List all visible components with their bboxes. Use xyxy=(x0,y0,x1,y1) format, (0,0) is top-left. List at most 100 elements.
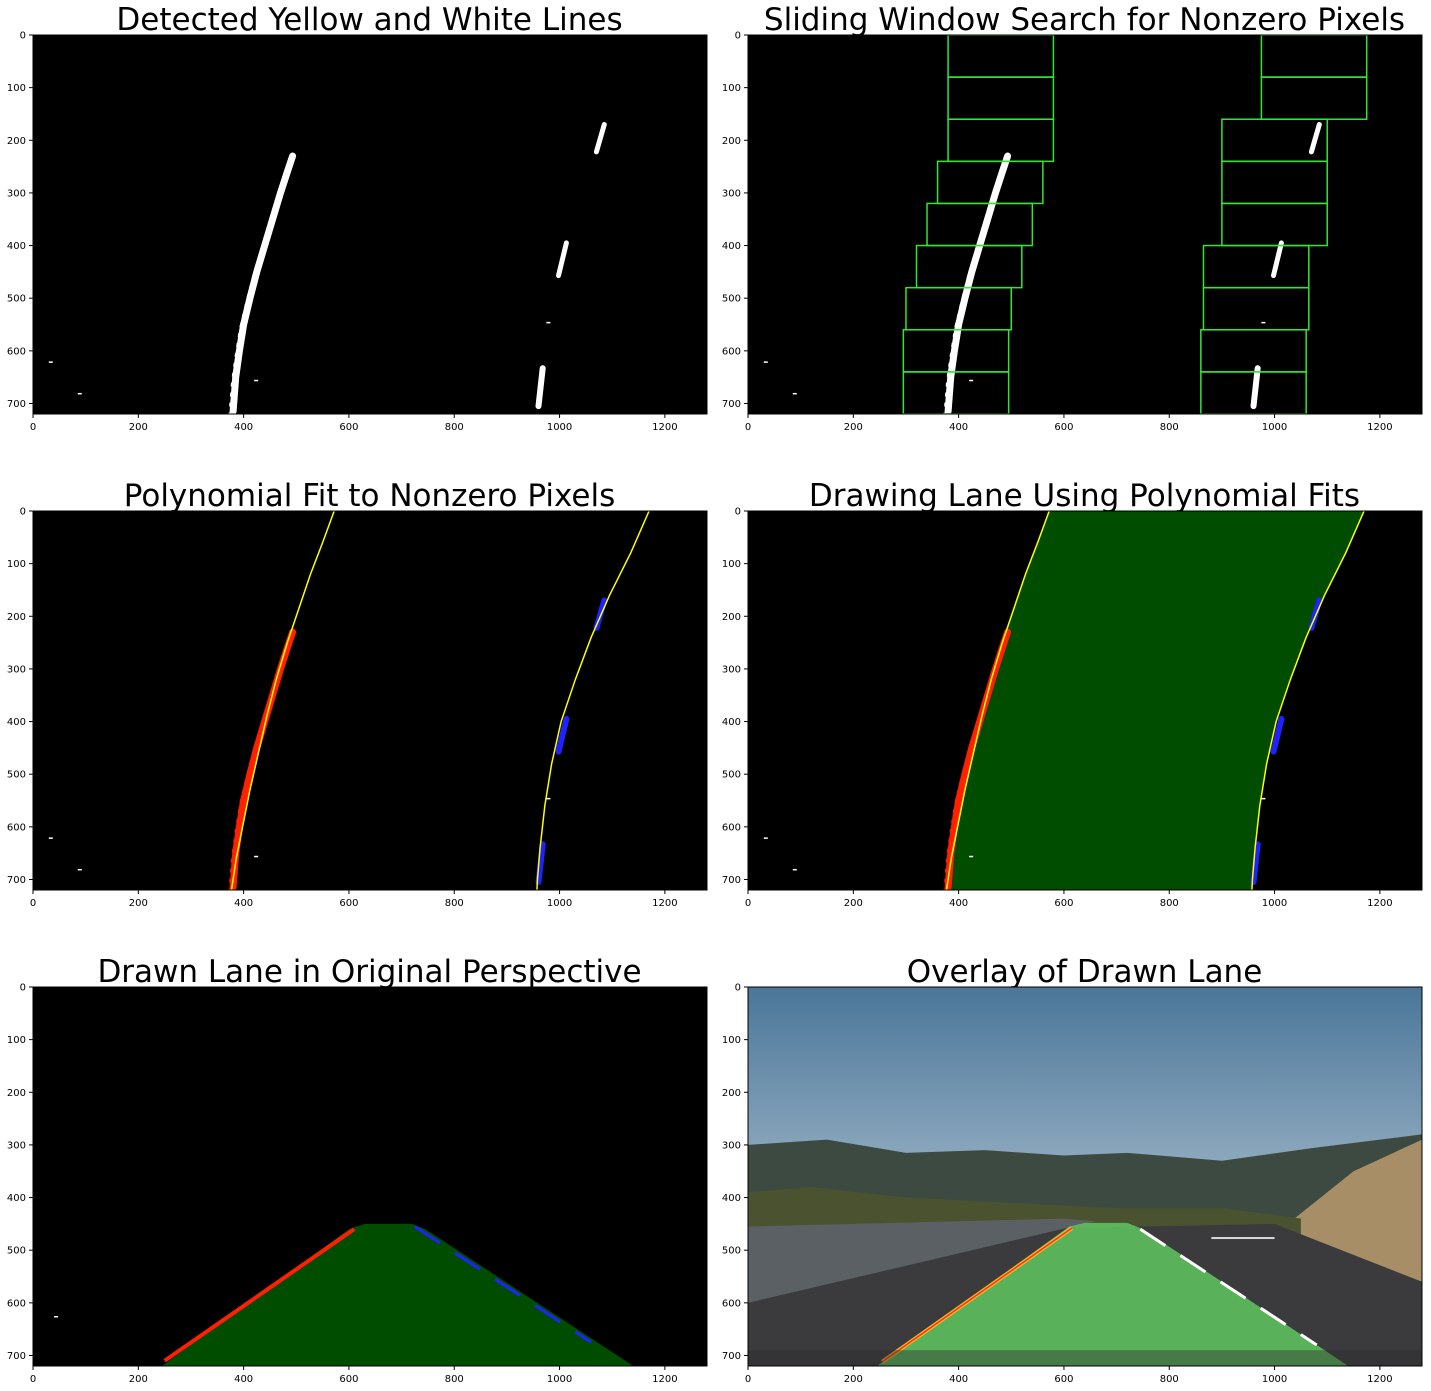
plot-background xyxy=(748,35,1422,414)
right-fit-line xyxy=(1251,511,1365,890)
y-tick-label: 100 xyxy=(722,1035,741,1046)
y-tick-label: 600 xyxy=(7,1298,26,1309)
x-tick-label: 800 xyxy=(445,898,464,909)
right-lane-pixels xyxy=(1271,240,1284,279)
noise-pixel xyxy=(792,392,797,395)
noise-pixel xyxy=(77,392,82,395)
x-tick-label: 1200 xyxy=(1367,422,1392,433)
x-tick-label: 200 xyxy=(129,422,148,433)
chart-title: Detected Yellow and White Lines xyxy=(116,2,623,38)
y-tick-label: 100 xyxy=(7,559,26,570)
x-tick-label: 0 xyxy=(745,1374,751,1385)
noise-pixel xyxy=(969,379,974,382)
y-tick-label: 300 xyxy=(722,1140,741,1151)
y-tick-label: 500 xyxy=(722,1246,741,1257)
y-tick-label: 100 xyxy=(7,83,26,94)
right-lane-pixels xyxy=(556,240,569,279)
y-tick-label: 300 xyxy=(7,188,26,199)
plot-content xyxy=(48,511,650,890)
y-tick-label: 300 xyxy=(7,1140,26,1151)
x-tick-label: 800 xyxy=(445,422,464,433)
axes-frame xyxy=(747,34,1423,415)
y-tick-label: 600 xyxy=(722,1298,741,1309)
axes-frame xyxy=(747,986,1423,1367)
y-tick-label: 200 xyxy=(7,612,26,623)
x-tick-label: 600 xyxy=(339,422,358,433)
y-tick-label: 300 xyxy=(722,664,741,675)
x-tick-label: 600 xyxy=(1054,898,1073,909)
y-tick-label: 700 xyxy=(722,875,741,886)
x-tick-label: 400 xyxy=(949,422,968,433)
noise-pixel xyxy=(77,868,82,871)
y-tick-label: 700 xyxy=(722,399,741,410)
y-tick-label: 500 xyxy=(7,770,26,781)
x-tick-label: 1200 xyxy=(652,898,677,909)
noise-pixel xyxy=(254,379,259,382)
x-tick-label: 400 xyxy=(949,1374,968,1385)
x-tick-label: 200 xyxy=(129,1374,148,1385)
left-lane-marking xyxy=(163,1227,356,1363)
y-tick-label: 600 xyxy=(722,822,741,833)
y-tick-label: 700 xyxy=(722,1351,741,1362)
axes-frame xyxy=(32,510,708,891)
y-tick-label: 500 xyxy=(722,294,741,305)
chart-title: Sliding Window Search for Nonzero Pixels xyxy=(763,2,1406,38)
y-tick-label: 100 xyxy=(722,83,741,94)
x-tick-label: 0 xyxy=(30,1374,36,1385)
x-tick-label: 800 xyxy=(445,1374,464,1385)
noise-pixel xyxy=(546,797,551,800)
right-lane-marking xyxy=(413,1225,592,1344)
x-tick-label: 1200 xyxy=(652,1374,677,1385)
x-tick-label: 1000 xyxy=(547,898,572,909)
x-tick-label: 0 xyxy=(30,898,36,909)
axes-frame xyxy=(747,510,1423,891)
noise-pixel xyxy=(546,321,551,324)
y-tick-label: 400 xyxy=(722,1193,741,1204)
plot-content xyxy=(54,1223,634,1366)
noise-pixel xyxy=(1261,797,1266,800)
y-tick-label: 0 xyxy=(20,31,26,42)
y-tick-label: 200 xyxy=(7,1088,26,1099)
y-tick-label: 0 xyxy=(20,983,26,994)
x-tick-label: 1200 xyxy=(652,422,677,433)
x-tick-label: 1000 xyxy=(547,422,572,433)
x-tick-label: 400 xyxy=(234,898,253,909)
x-tick-label: 0 xyxy=(30,422,36,433)
y-tick-label: 400 xyxy=(722,241,741,252)
axes-frame xyxy=(32,986,708,1367)
y-tick-label: 200 xyxy=(7,136,26,147)
plot-content xyxy=(763,511,1365,890)
left-fit-line xyxy=(230,511,335,890)
panel-windows: Sliding Window Search for Nonzero Pixels… xyxy=(715,0,1431,470)
y-tick-label: 500 xyxy=(7,294,26,305)
noise-pixel xyxy=(763,837,768,839)
left-lane-pixels xyxy=(944,628,1012,890)
x-tick-label: 200 xyxy=(844,1374,863,1385)
far-lane-dash xyxy=(1211,1237,1275,1240)
left-lane-marking-core xyxy=(881,1227,1073,1363)
x-tick-label: 1000 xyxy=(1262,1374,1287,1385)
noise-pixel xyxy=(763,361,768,363)
plot-content xyxy=(763,35,1368,414)
x-tick-label: 1200 xyxy=(1367,898,1392,909)
y-tick-label: 300 xyxy=(7,664,26,675)
plot-background xyxy=(33,511,707,890)
left-fit-line xyxy=(945,511,1050,890)
panel-binary: Detected Yellow and White Lines 0 200 400 6… xyxy=(0,0,715,470)
noise-pixel xyxy=(254,855,259,858)
y-tick-label: 0 xyxy=(735,507,741,518)
x-tick-label: 600 xyxy=(339,898,358,909)
lane-overlay xyxy=(877,1222,1349,1366)
left-lane-pixels xyxy=(229,628,297,890)
right-lane-pixels xyxy=(535,841,546,886)
x-tick-label: 400 xyxy=(234,422,253,433)
y-tick-label: 0 xyxy=(735,983,741,994)
x-tick-label: 0 xyxy=(745,422,751,433)
y-tick-label: 600 xyxy=(722,346,741,357)
